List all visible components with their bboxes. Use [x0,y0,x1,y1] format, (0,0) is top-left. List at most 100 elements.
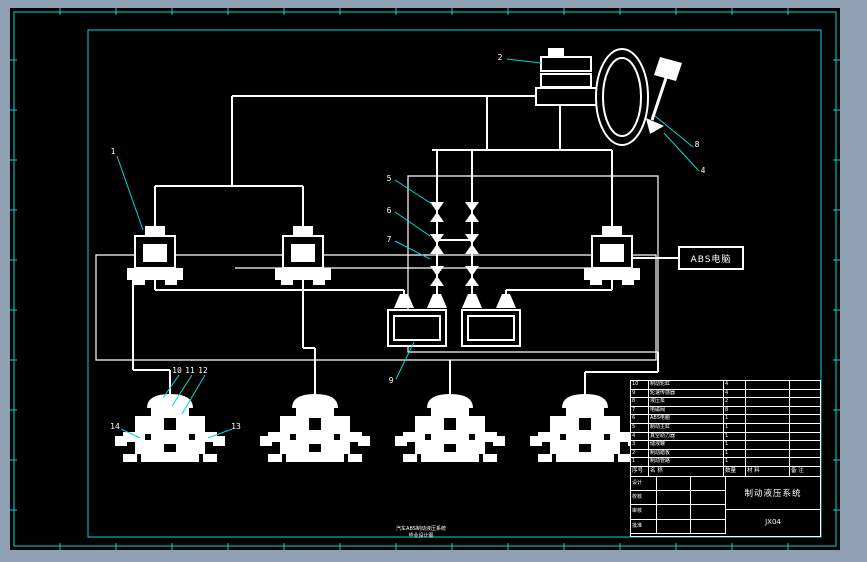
callout-labels: 1 2 8 4 5 6 7 9 10 11 12 14 13 [110,53,705,431]
part-no: 3 [631,441,649,449]
part-qty: 1 [724,432,746,441]
title-block-info: 设计 校核 审核 批准 制动液压系统 JX04 [631,476,820,534]
signature-row: 批准 [631,519,725,534]
drawing-frame [10,8,840,550]
callout-label: 4 [701,166,706,175]
signature-row: 校核 [631,491,725,506]
part-material [746,441,790,449]
frame-tick-marks [10,8,840,550]
part-no: 5 [631,423,649,432]
margin-note-line2: 毕业设计图 [408,532,434,539]
margin-note-line1: 汽车ABS制动液压系统 [396,526,446,532]
part-material [746,381,790,389]
signature-row: 设计 [631,476,725,492]
callout-label: 7 [387,235,392,244]
callout-label: 2 [498,53,503,62]
abs-computer-box: ABS电脑 [678,246,744,270]
pump-box-1-inner [393,315,441,341]
part-material [746,449,790,458]
callout-label: 5 [387,174,392,183]
part-name: 液压泵 [649,398,724,406]
signature-cell [657,505,691,519]
pump-units [387,309,521,347]
part-name: 储液罐 [649,441,724,449]
part-no: 9 [631,389,649,398]
part-note [790,415,820,423]
part-qty: 1 [724,441,746,449]
part-note [790,450,820,458]
pump-inlet-funnels [394,294,516,308]
callout-label: 9 [389,376,394,385]
callout-label: 1 [111,147,116,156]
valve-assembly-right [583,225,641,286]
booster-shell-outer [595,48,649,146]
callout-label: 13 [231,422,241,431]
pedal-arm [650,77,668,121]
margin-note: 汽车ABS制动液压系统 毕业设计图 [356,526,486,539]
hydraulic-lines [95,95,678,394]
part-name: 真空助力器 [649,432,724,441]
date-cell [691,520,725,533]
part-note [790,381,820,389]
reservoir [540,56,592,72]
valve-assembly-left [126,225,184,286]
master-cylinder-upper [540,73,592,88]
part-no: 8 [631,398,649,406]
part-name: 轮速传感器 [649,389,724,398]
signature-cell [657,476,691,491]
part-note [790,424,820,432]
callout-label: 14 [110,422,120,431]
part-no: 2 [631,449,649,458]
parts-header-row: 序号名 称数量材 料备 注 [631,466,820,477]
part-material [746,432,790,441]
reservoir-cap [548,48,564,56]
part-note [790,390,820,398]
part-material [746,423,790,432]
drawing-number: JX04 [765,517,781,526]
signature-cell [657,519,691,533]
part-name: 制动轮缸 [649,381,724,389]
date-cell [691,491,725,504]
part-name: 制动主缸 [649,423,724,432]
check-valve-chains [394,202,516,308]
part-note [790,458,820,466]
part-no: 6 [631,415,649,423]
pump-box-2-inner [467,315,515,341]
part-qty: 4 [724,381,746,389]
signature-cell [657,491,691,505]
part-note [790,398,820,406]
parts-header-qty: 数量 [724,466,746,476]
part-qty: 1 [724,423,746,432]
part-no: 10 [631,381,649,389]
signature-row: 审核 [631,505,725,520]
part-name: 制动踏板 [649,449,724,458]
part-qty: 1 [724,449,746,458]
part-qty: 4 [724,389,746,398]
master-cylinder-body [535,87,599,106]
parts-header-note: 备 注 [791,467,804,474]
signature-label: 设计 [631,476,657,491]
signature-label: 校核 [631,491,657,505]
signature-label: 批准 [631,519,657,533]
part-name: 电磁阀 [649,406,724,415]
part-qty: 1 [724,458,746,466]
wheel-brake-assembly-1 [115,394,225,462]
part-qty: 1 [724,415,746,423]
callout-label: 11 [185,366,195,375]
drawing-title: 制动液压系统 [726,477,820,510]
title-area: 制动液压系统 JX04 [726,477,820,534]
part-material [746,458,790,466]
part-material [746,398,790,406]
valve-assembly-middle [274,225,332,286]
part-no: 1 [631,458,649,466]
callout-leader-lines [116,58,700,439]
